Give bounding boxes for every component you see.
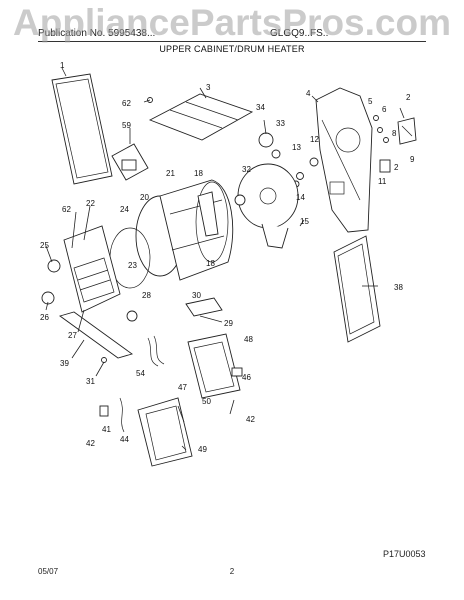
part-front-rail <box>58 311 134 359</box>
part-sensor <box>99 397 125 433</box>
leader-lines <box>45 67 405 451</box>
callout-41: 41 <box>102 425 111 434</box>
callout-5: 5 <box>368 97 373 106</box>
callout-54: 54 <box>136 369 145 378</box>
callout-38: 38 <box>394 283 403 292</box>
part-filter-housing <box>397 117 417 145</box>
part-top-plate <box>148 93 254 141</box>
diagram-code: P17U0053 <box>383 549 426 559</box>
callout-13: 13 <box>292 143 301 152</box>
callout-30: 30 <box>192 291 201 300</box>
publication-number: Publication No. 5995438... <box>38 28 156 39</box>
part-small-bracket <box>379 159 391 173</box>
callout-50: 50 <box>202 397 211 406</box>
callout-62-left: 62 <box>62 205 71 214</box>
callout-6: 6 <box>382 105 387 114</box>
part-glides <box>185 297 223 323</box>
exploded-parts-diagram: 1 2 3 4 5 6 8 9 11 2 12 13 14 15 18 18 2… <box>40 61 417 467</box>
callout-31: 31 <box>86 377 95 386</box>
part-small-fasteners <box>373 115 389 143</box>
part-side-panel <box>333 235 381 343</box>
model-number: GLGQ9..FS.. <box>270 28 329 39</box>
part-drum-rear-cover <box>237 163 299 249</box>
part-heater-box <box>187 333 241 399</box>
callout-18-lower: 18 <box>206 259 215 268</box>
callout-18-upper: 18 <box>194 169 203 178</box>
part-rear-panel <box>315 87 373 233</box>
part-pulley <box>234 194 246 206</box>
callout-48: 48 <box>244 335 253 344</box>
part-door-switch <box>126 310 138 322</box>
callout-23: 23 <box>128 261 137 270</box>
callout-34: 34 <box>256 103 265 112</box>
callout-26: 26 <box>40 313 49 322</box>
callout-22: 22 <box>86 199 95 208</box>
revision-date: 05/07 <box>38 567 59 576</box>
callout-24: 24 <box>120 205 129 214</box>
part-knob-lower <box>41 291 55 305</box>
part-drum <box>135 179 234 281</box>
callout-15: 15 <box>300 217 309 226</box>
part-top-panel <box>51 73 113 185</box>
section-title: UPPER CABINET/DRUM HEATER <box>159 44 305 54</box>
callout-12: 12 <box>310 135 319 144</box>
page-number: 2 <box>229 567 235 576</box>
callout-62-top: 62 <box>122 99 131 108</box>
callout-2-lower: 2 <box>394 163 399 172</box>
part-control-bracket <box>111 143 149 181</box>
callout-4: 4 <box>306 89 311 98</box>
header-divider <box>38 41 426 42</box>
callout-28: 28 <box>142 291 151 300</box>
part-drum-baffle <box>197 191 219 237</box>
callout-46: 46 <box>242 373 251 382</box>
callout-1: 1 <box>60 61 65 70</box>
callout-33: 33 <box>276 119 285 128</box>
part-knob-upper <box>47 259 61 273</box>
callout-29: 29 <box>224 319 233 328</box>
part-screw-lower <box>101 357 107 363</box>
part-wire-harness <box>147 335 165 367</box>
callout-14: 14 <box>296 193 305 202</box>
callout-2: 2 <box>406 93 411 102</box>
callout-11: 11 <box>378 177 387 186</box>
callout-9: 9 <box>410 155 415 164</box>
callout-39: 39 <box>60 359 69 368</box>
part-heater-clip <box>231 367 243 377</box>
callout-27: 27 <box>68 331 77 340</box>
callout-20: 20 <box>140 193 149 202</box>
callout-49: 49 <box>198 445 207 454</box>
callout-42-left: 42 <box>86 439 95 448</box>
callout-42-right: 42 <box>246 415 255 424</box>
callout-labels: 1 2 3 4 5 6 8 9 11 2 12 13 14 15 18 18 2… <box>40 61 415 454</box>
part-heater-housing <box>137 397 193 467</box>
callout-25: 25 <box>40 241 49 250</box>
part-bearing-assembly <box>292 157 319 188</box>
callout-21: 21 <box>166 169 175 178</box>
callout-44: 44 <box>120 435 129 444</box>
part-thermostat <box>258 132 281 159</box>
callout-47: 47 <box>178 383 187 392</box>
callout-8: 8 <box>392 129 397 138</box>
watermark-logo: AppliancePartsPros.com <box>13 2 451 43</box>
callout-59: 59 <box>122 121 131 130</box>
callout-3: 3 <box>206 83 211 92</box>
callout-32: 32 <box>242 165 251 174</box>
part-front-panel <box>63 225 121 313</box>
